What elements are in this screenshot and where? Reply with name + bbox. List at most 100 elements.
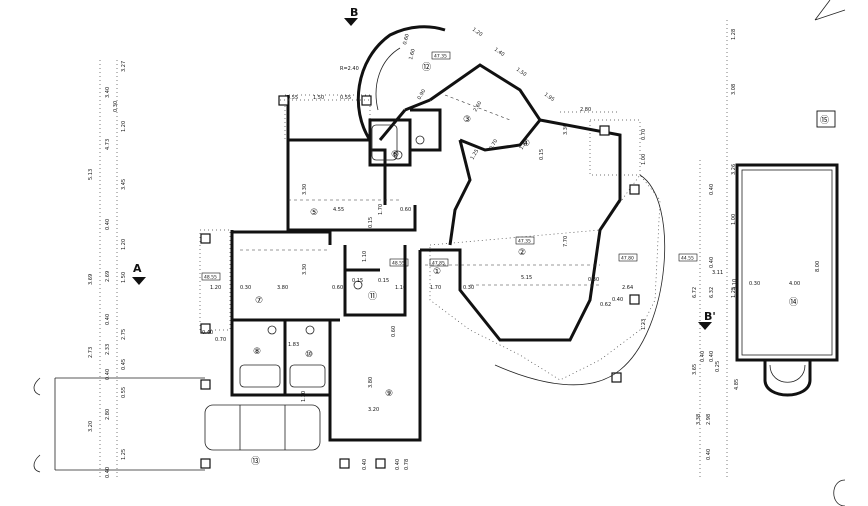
svg-text:3.40: 3.40: [105, 87, 111, 98]
svg-text:1.28: 1.28: [731, 29, 737, 40]
room-10: ⑩: [305, 350, 313, 360]
svg-text:0.40: 0.40: [105, 314, 111, 325]
car-outline: [204, 404, 321, 451]
driveway: [33, 377, 205, 473]
svg-text:1.95: 1.95: [543, 92, 556, 103]
columns: [200, 95, 640, 469]
svg-text:4.10: 4.10: [732, 279, 738, 290]
svg-text:1.10: 1.10: [395, 285, 406, 291]
dims-top: 0.55 1.50 0.55 2.80 1.20 1.40 1.50 1.95: [287, 27, 591, 113]
svg-text:1.60: 1.60: [408, 48, 417, 60]
svg-text:3.45: 3.45: [121, 179, 127, 190]
svg-text:47.80: 47.80: [621, 256, 634, 262]
room-12: ⑫: [422, 62, 431, 73]
svg-text:1.40: 1.40: [493, 47, 506, 58]
svg-text:0.30: 0.30: [749, 281, 760, 287]
svg-text:44.55: 44.55: [681, 256, 694, 262]
section-marker-b-prime: B': [698, 310, 716, 330]
room-2: ②: [518, 248, 526, 258]
svg-text:0.40: 0.40: [709, 257, 715, 268]
svg-text:0.78: 0.78: [404, 459, 410, 470]
svg-text:0.30: 0.30: [113, 101, 119, 112]
svg-text:0.70: 0.70: [215, 337, 226, 343]
svg-text:0.40: 0.40: [105, 467, 111, 478]
svg-text:0.40: 0.40: [395, 459, 401, 470]
svg-text:1.25: 1.25: [121, 449, 127, 460]
svg-text:4.55: 4.55: [333, 207, 344, 213]
svg-text:0.15: 0.15: [539, 149, 545, 160]
room-13: ⑬: [251, 456, 260, 467]
svg-text:2.73: 2.73: [88, 347, 94, 358]
dashed-lines: [240, 94, 600, 286]
room-7: ⑦: [255, 296, 263, 306]
svg-text:6.32: 6.32: [709, 287, 715, 298]
site-boundary: [494, 0, 846, 506]
terrace-dots: [199, 94, 661, 381]
svg-text:0.30: 0.30: [240, 285, 251, 291]
svg-text:1.20: 1.20: [121, 121, 127, 132]
svg-text:0.40: 0.40: [706, 449, 712, 460]
svg-text:0.70: 0.70: [489, 138, 500, 151]
svg-text:2.80: 2.80: [580, 107, 591, 113]
svg-text:48.55: 48.55: [204, 275, 217, 281]
svg-text:2.98: 2.98: [706, 414, 712, 425]
svg-text:0.45: 0.45: [121, 359, 127, 370]
svg-text:1.70: 1.70: [378, 204, 384, 215]
svg-text:1.20: 1.20: [210, 285, 221, 291]
svg-text:0.15: 0.15: [352, 278, 363, 284]
dims-room-2: 5.15 7.70 3.30 0.30 0.62 0.40 2.64 1.23 …: [521, 124, 647, 330]
svg-text:1.23: 1.23: [641, 319, 647, 330]
svg-text:3.80: 3.80: [368, 377, 374, 388]
section-marker-b: B: [344, 6, 358, 26]
room-1: ①: [433, 267, 441, 277]
dims-room-12: R=2.40 0.60 1.60 0.90: [340, 33, 427, 101]
svg-text:3.27: 3.27: [121, 61, 127, 72]
svg-text:0.55: 0.55: [121, 387, 127, 398]
room-9: ⑨: [385, 389, 393, 399]
dims-left: 3.27 3.40 0.30 1.20 5.13 4.73 3.45 0.40 …: [88, 61, 127, 478]
svg-text:3.30: 3.30: [302, 264, 308, 275]
svg-text:0.30: 0.30: [588, 277, 599, 283]
svg-text:3.38: 3.38: [696, 414, 702, 425]
svg-text:0.60: 0.60: [400, 207, 411, 213]
svg-text:0.40: 0.40: [612, 297, 623, 303]
svg-text:0.90: 0.90: [417, 88, 428, 101]
svg-text:3.30: 3.30: [563, 124, 569, 135]
svg-text:R=2.40: R=2.40: [340, 66, 359, 72]
svg-text:0.40: 0.40: [105, 369, 111, 380]
svg-text:8.00: 8.00: [815, 261, 821, 272]
svg-text:3.26: 3.26: [731, 164, 737, 175]
svg-text:0.25: 0.25: [715, 361, 721, 372]
svg-text:1.00: 1.00: [641, 154, 647, 165]
svg-text:2.33: 2.33: [105, 344, 111, 355]
room-labels: ① ② ③ ④ ⑤ ⑥ ⑦ ⑧ ⑨ ⑩ ⑪ ⑫ ⑬ ⑭ ⑮: [251, 62, 836, 467]
svg-text:B: B: [350, 6, 358, 19]
dimension-lines: [99, 20, 728, 480]
svg-text:0.60: 0.60: [391, 326, 397, 337]
svg-text:1.10: 1.10: [362, 251, 368, 262]
svg-text:7.70: 7.70: [563, 236, 569, 247]
room-14: ⑭: [789, 297, 798, 308]
svg-text:A: A: [133, 262, 142, 275]
svg-text:47.35: 47.35: [518, 239, 531, 245]
svg-text:1.50: 1.50: [515, 67, 528, 78]
svg-text:0.70: 0.70: [641, 129, 647, 140]
svg-text:0.30: 0.30: [463, 285, 474, 291]
svg-text:3.11: 3.11: [712, 270, 723, 276]
svg-text:0.55: 0.55: [287, 95, 298, 101]
dims-room-5: 3.30 4.55 1.70 0.60 0.15: [302, 184, 411, 228]
svg-text:2.60: 2.60: [473, 100, 484, 113]
svg-text:3.80: 3.80: [277, 285, 288, 291]
svg-text:0.40: 0.40: [202, 330, 213, 336]
svg-text:1.25: 1.25: [470, 148, 481, 161]
svg-text:1.25: 1.25: [731, 287, 737, 298]
svg-text:1.50: 1.50: [313, 95, 324, 101]
svg-text:0.40: 0.40: [105, 219, 111, 230]
room-11: ⑪: [368, 291, 377, 302]
svg-text:0.40: 0.40: [362, 459, 368, 470]
room-15-box: ⑮: [816, 110, 836, 128]
section-marker-a: A: [132, 262, 146, 285]
svg-text:2.80: 2.80: [105, 409, 111, 420]
svg-text:0.55: 0.55: [340, 95, 351, 101]
